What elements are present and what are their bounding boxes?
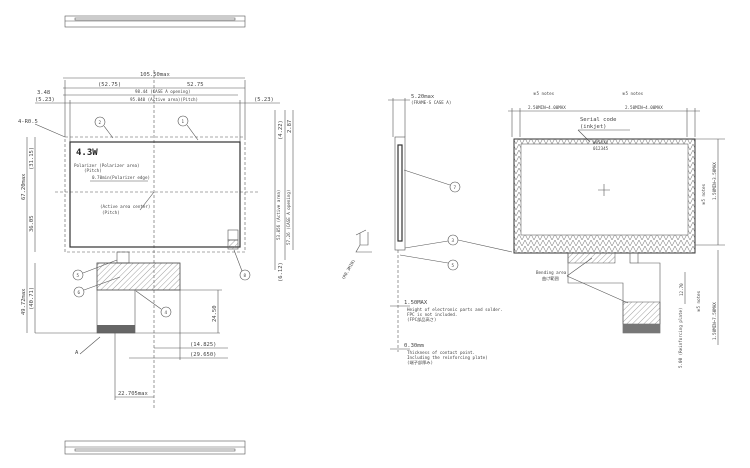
dim-top-part: (31.15) [29,147,35,170]
dim-case-v: 57.26 (CASE A opening) [286,190,291,245]
note-right-side: ※5 notes [701,183,706,205]
pitch-note: 0.70min(Polarizer edge) [92,175,150,180]
svg-text:8: 8 [244,273,247,278]
polarizer-note: Polarizer (Polarizer area) [74,163,140,168]
note-fpc: ※5 notes [696,290,701,312]
dim-half-right: 52.75 [187,82,204,88]
fpc-hatched [96,262,181,291]
contact-note-3: (端子部厚み) [407,359,433,366]
callout-2: 2 [94,116,114,139]
dim-d1: (14.825) [190,342,217,348]
dim-fpc-back-2: 1.50MIN~7.50MAX [712,302,717,340]
note-left: ※5 notes [533,91,555,96]
svg-text:5: 5 [452,263,455,268]
side-view: 5.20max (FRAME-S CASE A) 7 3 5 (R0.3MIN)… [341,94,513,366]
note-right: ※5 notes [622,91,644,96]
parts-note-3: (FPC部品高さ) [407,316,436,323]
bending-area-sub: 曲げ範囲 [542,275,559,282]
svg-text:3: 3 [452,238,455,243]
center-sub: (Pitch) [102,210,120,215]
callout-8: 8 [233,249,251,281]
fpc-contacts [97,325,135,333]
contact-note-2: Including the reinforcing plate) [407,355,488,360]
dim-parts-height: 1.50MAX [404,300,428,306]
detail-sketch [355,229,372,253]
svg-text:4: 4 [165,310,168,315]
panel-outline [64,136,246,253]
dim-d3: 22.705max [118,391,148,397]
svg-text:1: 1 [182,119,185,124]
dim-contact-thickness: 0.30mm [404,343,425,349]
dim-overall-width: 105.50max [140,72,170,78]
angle-note: (R0.3MIN) [341,258,357,280]
back-view: ※5 notes ※5 notes 2.50MIN~4.00MAX 2.50MI… [508,91,725,368]
dim-fpc-sub: (40.71) [29,287,35,310]
active-area [69,141,241,248]
dim-active-area: 95.040 (Active area)(Pitch) [130,97,198,102]
dim-height-total: 67.20max [21,173,27,200]
dim-back-right: 2.50MIN~4.00MAX [625,105,663,110]
view-label-a: A [75,350,79,356]
dim-r3: (6.12) [278,262,284,282]
dim-tail: 24.50 [212,305,218,322]
svg-text:5: 5 [77,273,80,278]
center-mark [598,184,610,196]
serial-code-sub: (inkjet) [580,124,607,130]
callout-5: 5 [72,259,118,281]
reinforcing-plate-note: 5.00 (Reinforcing plate) [678,307,683,368]
dim-back-right-side: 1.50MIN~3.50MAX [712,162,717,200]
dim-left-margin: (5.23) [35,97,55,103]
bending-area-label: Bending area [536,270,567,275]
dim-fpc-back: 12.70 [679,283,684,296]
dim-case-opening: 98.44 (CASE A opening) [135,89,190,94]
callout-5-side: 5 [399,254,459,271]
dim-active-v: 53.856 (Active area) [276,190,281,240]
center-note: (Active area center) [100,204,150,209]
dim-half-left: (52.75) [98,82,121,88]
parts-note-1: Height of electronic parts and solder. [407,307,503,312]
callout-7: 7 [403,169,461,193]
dim-corner-radius: 4-R0.5 [18,119,38,125]
callout-3: 3 [404,234,513,253]
polarizer-sub: (Pitch) [84,168,102,173]
serial-value-2: 012345 [593,146,609,151]
svg-text:7: 7 [454,185,457,190]
dim-right-margin: (5.23) [254,97,274,103]
serial-value-1: W05XXX [593,140,609,145]
serial-code-label: Serial code [580,117,616,123]
dim-thickness: 5.20max [411,94,435,100]
thickness-note: (FRAME-S CASE A) [411,100,451,105]
dim-mid: 36.05 [29,215,35,232]
callout-1: 1 [177,115,199,141]
callout-6: 6 [73,276,121,298]
top-edge-view [64,15,246,28]
bottom-edge-view [64,440,246,455]
dim-left-offset: 3.48 [37,90,50,96]
dim-back-left: 2.50MIN~4.00MAX [528,105,566,110]
dim-fpc-height: 49.72max [21,288,27,315]
model-title: 4.3W [76,148,98,158]
svg-text:2: 2 [99,120,102,125]
front-view: 105.50max (52.75) 52.75 3.48 98.44 (CASE… [18,70,294,410]
contact-note-1: Thickness of contact point. [407,350,475,355]
dim-d2: (29.650) [190,352,217,358]
dim-r1: (4.22) [278,120,284,140]
dim-r2: 2.87 [287,120,293,133]
callout-4: 4 [135,290,172,318]
parts-note-2: FPC is not included. [407,312,457,317]
svg-text:6: 6 [78,290,81,295]
